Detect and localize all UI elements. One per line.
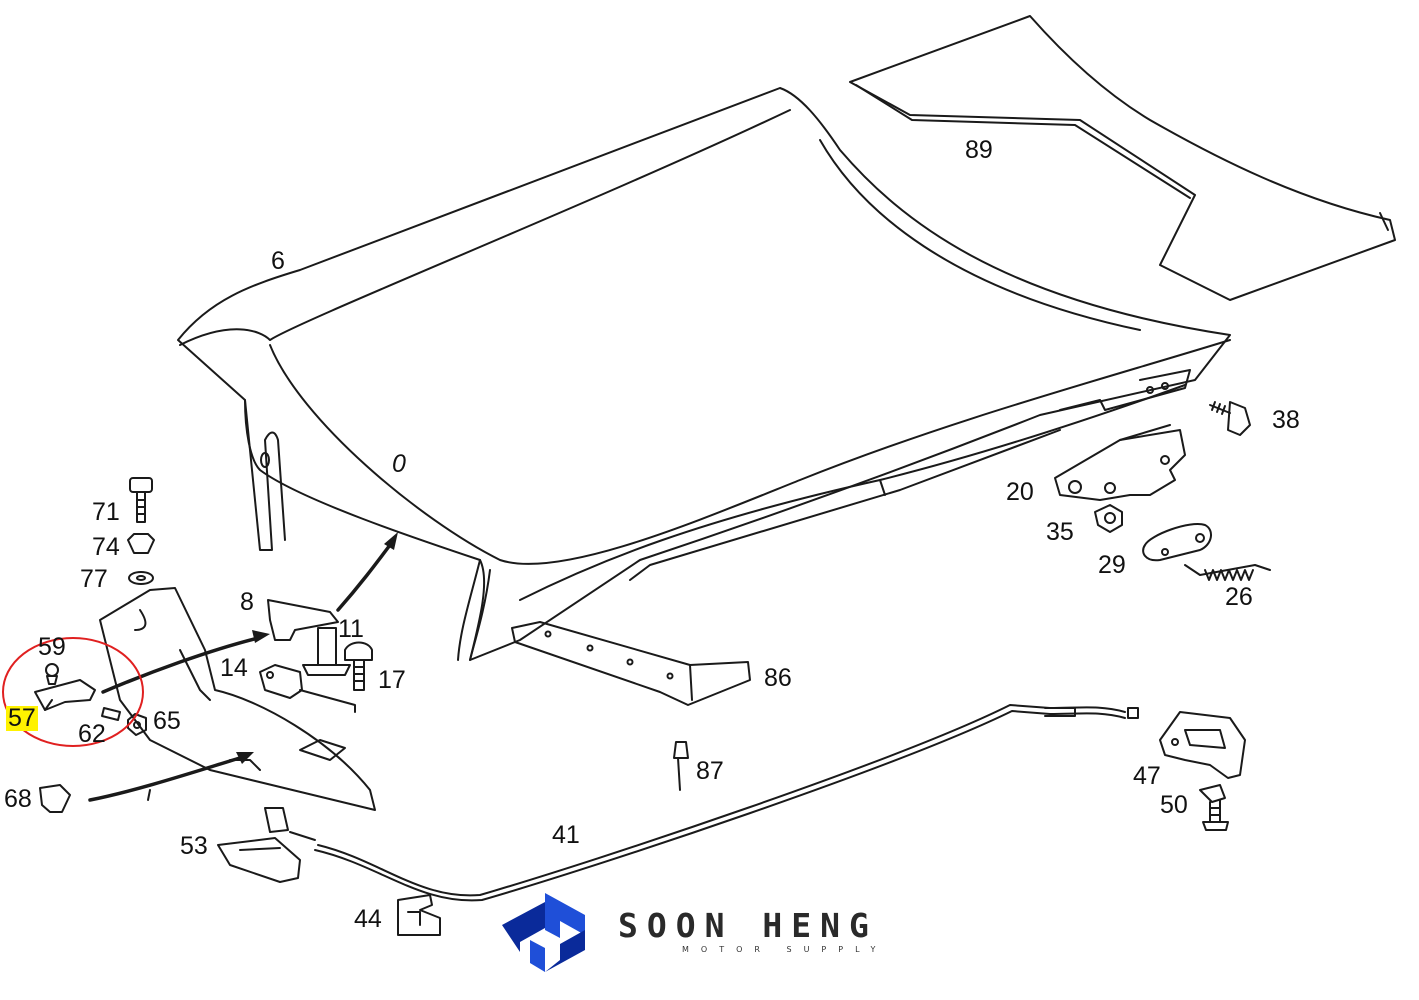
arrow-heads [236, 532, 398, 764]
hinge-right [1054, 401, 1271, 581]
callout-14: 14 [220, 654, 248, 682]
brand-logo [502, 893, 585, 972]
callout-20: 20 [1006, 478, 1034, 506]
callout-41: 41 [552, 821, 580, 849]
callout-86: 86 [764, 664, 792, 692]
clip-87 [673, 741, 689, 791]
clip-44 [397, 894, 441, 936]
insulation-mat [849, 15, 1396, 301]
callout-71: 71 [92, 498, 120, 526]
callout-65: 65 [153, 707, 181, 735]
lock-bracket [39, 587, 376, 883]
callout-50: 50 [1160, 791, 1188, 819]
callout-68: 68 [4, 785, 32, 813]
release-cable [314, 704, 1139, 902]
callout-53: 53 [180, 832, 208, 860]
brand-tagline: MOTOR SUPPLY [682, 945, 888, 954]
bonnet-panel [177, 87, 1231, 661]
brand-name: SOON HENG [618, 906, 878, 945]
callout-0: 0 [392, 450, 406, 478]
pointer-arrows [88, 543, 392, 802]
callout-38: 38 [1272, 406, 1300, 434]
latch-right [1159, 711, 1246, 831]
callout-59: 59 [38, 633, 66, 661]
callout-35: 35 [1046, 518, 1074, 546]
callout-62: 62 [78, 720, 106, 748]
callout-47: 47 [1133, 762, 1161, 790]
callout-11: 11 [338, 615, 364, 643]
callout-87: 87 [696, 757, 724, 785]
hinge-left [127, 477, 373, 713]
callout-44: 44 [354, 905, 382, 933]
callout-6: 6 [271, 247, 285, 275]
hood-catch-parts [34, 663, 147, 736]
callout-26: 26 [1225, 583, 1253, 611]
callout-8: 8 [240, 588, 254, 616]
callout-17: 17 [378, 666, 406, 694]
support-strip [511, 621, 751, 706]
callout-29: 29 [1098, 551, 1126, 579]
callout-89: 89 [965, 136, 993, 164]
callout-77: 77 [80, 565, 108, 593]
callout-57-highlighted: 57 [6, 704, 38, 732]
highlight-circle [2, 637, 144, 747]
callout-74: 74 [92, 533, 120, 561]
